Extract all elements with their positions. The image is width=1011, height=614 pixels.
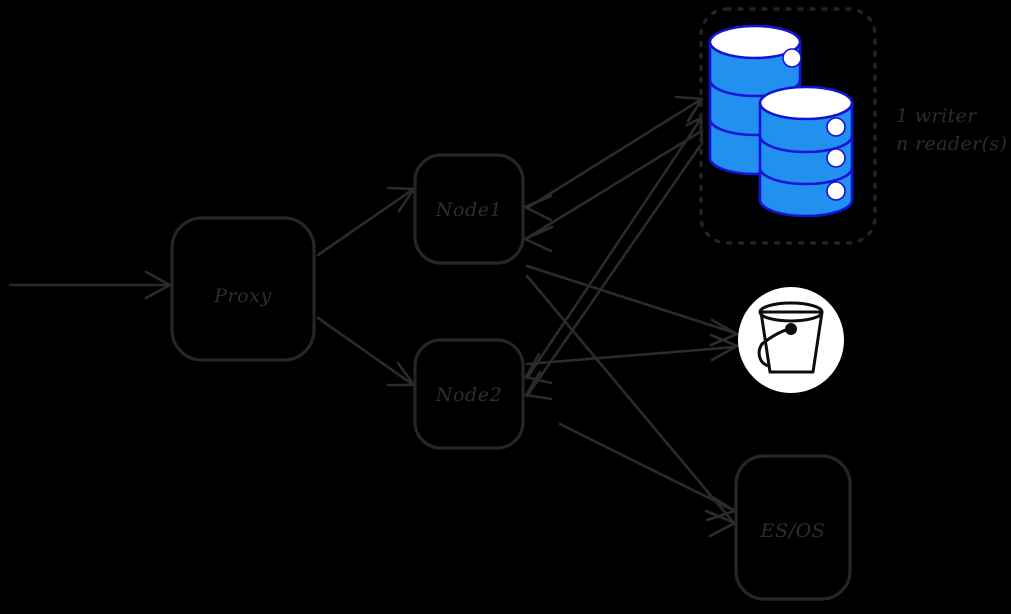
node1-box[interactable] <box>413 153 525 265</box>
edge-proxy-to-node1 <box>316 186 416 257</box>
db-caption-line-1: 1 writer <box>896 105 978 127</box>
edge-ingress-to-proxy <box>8 270 172 300</box>
database-group[interactable] <box>699 7 877 245</box>
edge-layer <box>8 95 739 538</box>
esos-node[interactable]: ES/OS <box>734 454 852 601</box>
node2-box[interactable] <box>413 338 525 450</box>
edge-node1-to-database <box>523 95 704 222</box>
edge-node1-to-esos <box>525 274 737 538</box>
edge-node1-to-bucket <box>525 264 739 347</box>
bucket-node[interactable] <box>738 287 844 393</box>
node1-node[interactable]: Node1 <box>413 153 525 265</box>
esos-label: ES/OS <box>760 520 826 542</box>
db-caption-line-2: n reader(s) <box>896 133 1007 155</box>
edge-database-to-node2 <box>524 144 702 401</box>
node2-node[interactable]: Node2 <box>413 338 525 450</box>
database-group-border <box>699 7 877 245</box>
database-status-dot <box>782 48 802 68</box>
bucket-handle-knob <box>785 323 797 335</box>
node2-label: Node2 <box>435 384 503 406</box>
edge-node2-to-database <box>524 116 704 385</box>
esos-box[interactable] <box>734 454 852 601</box>
edge-node2-to-bucket <box>525 333 739 366</box>
bucket-icon <box>757 301 824 374</box>
database-caption: 1 writer n reader(s) <box>896 105 1007 155</box>
database-status-dot <box>826 117 846 137</box>
edge-node2-to-esos <box>558 422 737 522</box>
proxy-label: Proxy <box>213 285 272 307</box>
database-cylinder-secondary <box>758 85 854 218</box>
edge-database-to-node1 <box>523 130 702 253</box>
node1-label: Node1 <box>435 199 503 221</box>
database-status-dot <box>826 148 846 168</box>
proxy-box[interactable] <box>170 216 316 362</box>
database-status-dot <box>826 181 846 201</box>
edge-proxy-to-node2 <box>316 316 416 387</box>
proxy-node[interactable]: Proxy <box>170 216 316 362</box>
